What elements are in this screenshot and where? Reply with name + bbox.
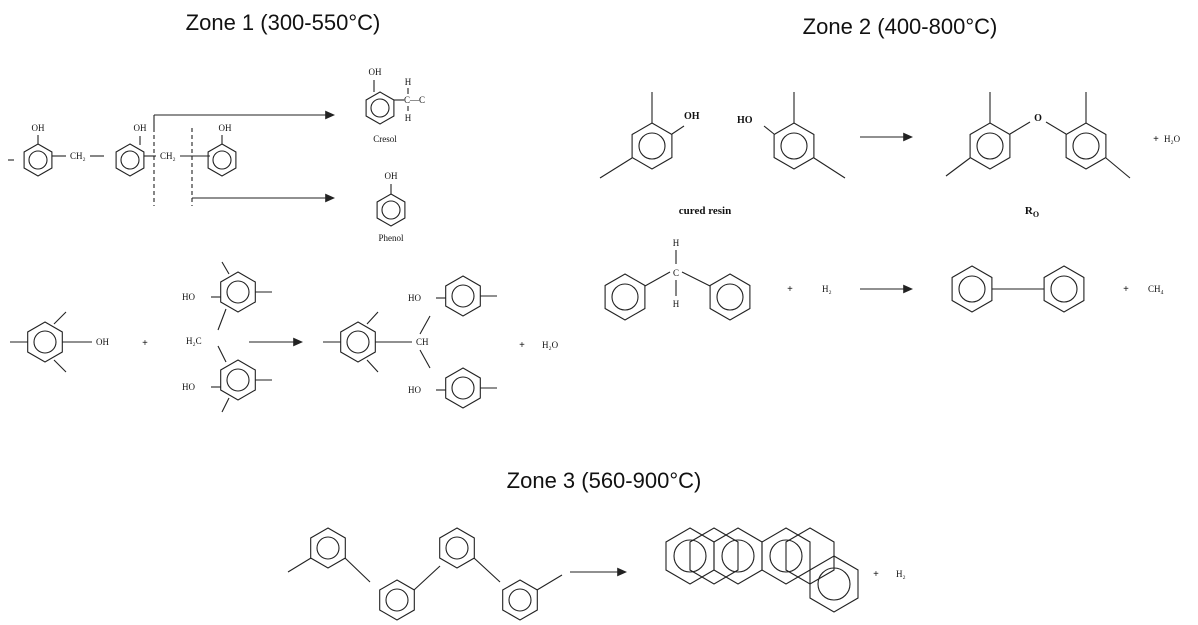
- h2o-label: H₂O: [1164, 134, 1181, 144]
- c-c-label: C—C: [404, 95, 425, 105]
- ro-label: RO: [1025, 205, 1039, 219]
- zone1-arrows: [153, 110, 336, 203]
- benzene-ring-icon: [365, 91, 395, 125]
- h2c-label: H₂C: [186, 336, 202, 346]
- c-label: C: [673, 268, 679, 278]
- benzene-ring-icon: [220, 271, 256, 313]
- oh-label: OH: [96, 337, 109, 347]
- ho-label: HO: [737, 115, 753, 126]
- zone1-resin-chain: OH CH₂ OH CH₂ OH: [8, 123, 237, 206]
- oh-label: OH: [32, 123, 45, 133]
- benzene-ring-icon: [969, 122, 1011, 170]
- benzene-ring-icon: [207, 143, 237, 177]
- h-label: H: [673, 238, 680, 248]
- ho-label: HO: [182, 292, 195, 302]
- zone2-reaction-2: H C H + H₂ + CH₄: [604, 238, 1164, 321]
- zone3-title: Zone 3 (560-900°C): [507, 468, 702, 493]
- ch-label: CH: [416, 337, 429, 347]
- plus-sign: +: [519, 340, 525, 351]
- oh-label: OH: [385, 171, 398, 181]
- benzene-ring-icon: [445, 275, 481, 317]
- h-label: H: [405, 113, 412, 123]
- benzene-ring-icon: [1065, 122, 1107, 170]
- benzene-ring-icon: [951, 265, 993, 313]
- h2o-label: H₂O: [542, 340, 559, 350]
- benzene-ring-icon: [376, 193, 406, 227]
- o-label: O: [1034, 113, 1042, 124]
- benzene-ring-icon: [709, 273, 751, 321]
- plus-sign: +: [1123, 284, 1129, 295]
- ch2-label: CH₂: [160, 151, 176, 161]
- zone1-title: Zone 1 (300-550°C): [186, 10, 381, 35]
- cured-resin-label: cured resin: [679, 205, 731, 217]
- zone1-reaction-2: OH + HO H₂C HO CH HO HO + H₂O: [10, 261, 559, 413]
- zone3-product: [665, 527, 859, 613]
- h2-label: H₂: [896, 569, 906, 579]
- benzene-ring-icon: [502, 579, 538, 621]
- benzene-ring-icon: [379, 579, 415, 621]
- oh-label: OH: [684, 111, 700, 122]
- plus-sign: +: [787, 284, 793, 295]
- ch2-label: CH₂: [70, 151, 86, 161]
- phenol-label: Phenol: [378, 233, 404, 243]
- plus-sign: +: [1153, 134, 1159, 145]
- cresol-label: Cresol: [373, 134, 397, 144]
- oh-label: OH: [369, 67, 382, 77]
- ch4-label: CH₄: [1148, 284, 1164, 294]
- benzene-ring-icon: [604, 273, 646, 321]
- ho-label: HO: [408, 385, 421, 395]
- ho-label: HO: [408, 293, 421, 303]
- h-label: H: [673, 299, 680, 309]
- benzene-ring-icon: [23, 143, 53, 177]
- plus-sign: +: [873, 569, 879, 580]
- benzene-ring-icon: [439, 527, 475, 569]
- zone2-title: Zone 2 (400-800°C): [803, 14, 998, 39]
- ho-label: HO: [182, 382, 195, 392]
- h-label: H: [405, 77, 412, 87]
- oh-label: OH: [134, 123, 147, 133]
- benzene-ring-icon: [310, 527, 346, 569]
- h2-label: H₂: [822, 284, 832, 294]
- zone2-reaction-1: OH HO O + H₂O cured resin RO: [599, 92, 1181, 219]
- benzene-ring-icon: [27, 321, 63, 363]
- benzene-ring-icon: [115, 143, 145, 177]
- benzene-ring-icon: [340, 321, 376, 363]
- oh-label: OH: [219, 123, 232, 133]
- benzene-ring-icon: [1043, 265, 1085, 313]
- benzene-ring-icon: [220, 359, 256, 401]
- zone3-reactant: [287, 527, 563, 621]
- benzene-ring-icon: [631, 122, 673, 170]
- plus-sign: +: [142, 338, 148, 349]
- benzene-ring-icon: [445, 367, 481, 409]
- phenol-molecule: OH Phenol: [376, 171, 406, 243]
- cresol-molecule: OH H C—C H Cresol: [365, 67, 425, 144]
- benzene-ring-icon: [773, 122, 815, 170]
